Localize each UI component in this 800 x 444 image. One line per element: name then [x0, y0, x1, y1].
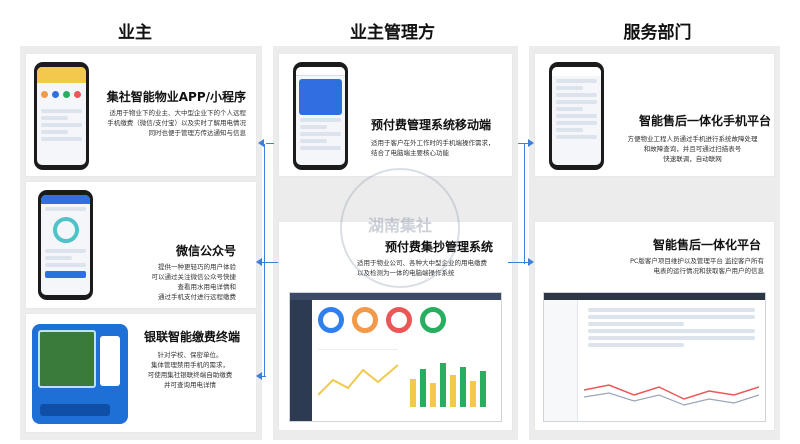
card-desc-owner-app: 适用于物业下的业主、大中型企业下的个人远程 手机缴费（微信/支付宝）以及实时了解…	[107, 109, 246, 137]
connector-vertical-left	[264, 144, 265, 376]
desktop-mockup-manager	[289, 292, 502, 422]
desktop-mockup-service	[543, 292, 766, 422]
phone-mockup-app	[34, 62, 89, 170]
connector-to-app	[266, 143, 274, 144]
card-desc-service-platform: PC版客户项目维护以及管理平台 监控客户所有 电表的运行情况和获取客户用户的信息	[629, 257, 764, 275]
bar-thumbnail-icon	[410, 363, 486, 407]
connector-vertical-right	[524, 144, 525, 264]
card-owner-app: 集社智能物业APP/小程序 适用于物业下的业主、大中型企业下的个人远程 手机缴费…	[26, 54, 256, 176]
card-desc-owner-terminal: 针对学校、保密单位。 集体管理禁用手机的需求， 可使用集社银联终端自助缴费 并可…	[147, 351, 233, 389]
card-owner-wechat: 微信公众号 提供一种更轻巧的用户体验 可以通过关注微信公众号快捷 查看用水用电详…	[26, 182, 256, 308]
card-service-platform: 智能售后一体化平台 PC版客户项目维护以及管理平台 监控客户所有 电表的运行情况…	[535, 222, 774, 430]
column-owner: 集社智能物业APP/小程序 适用于物业下的业主、大中型企业下的个人远程 手机缴费…	[20, 46, 262, 440]
column-service: 智能售后一体化手机平台 方便物业工程人员通过手机进行系统故障处理 和故障查询，并…	[529, 46, 780, 440]
connector-to-terminal	[262, 376, 266, 377]
column-title-manager: 业主管理方	[350, 23, 435, 43]
phone-mockup-service	[549, 62, 604, 170]
card-service-mobile: 智能售后一体化手机平台 方便物业工程人员通过手机进行系统故障处理 和故障查询，并…	[535, 54, 774, 176]
arrow-to-service-mobile-icon	[528, 139, 534, 147]
watermark-seal: 湖南集社	[340, 168, 460, 288]
card-title-owner-wechat: 微信公众号	[175, 244, 236, 258]
card-desc-service-mobile: 方便物业工程人员通过手机进行系统故障处理 和故障查询，并且可通过扫描表号 快速联…	[627, 135, 758, 163]
card-title-service-mobile: 智能售后一体化手机平台	[639, 114, 772, 128]
card-title-owner-terminal: 银联智能缴费终端	[144, 330, 241, 344]
card-title-manager-mobile: 预付费管理系统移动端	[371, 118, 492, 132]
area-thumbnail-icon	[317, 364, 399, 396]
terminal-mockup	[32, 324, 128, 424]
arrow-to-terminal-icon	[256, 372, 262, 380]
column-title-service: 服务部门	[623, 23, 692, 43]
connector-to-wechat	[262, 262, 278, 263]
card-owner-terminal: 银联智能缴费终端 针对学校、保密单位。 集体管理禁用手机的需求， 可使用集社银联…	[26, 314, 256, 432]
card-manager-mobile: 预付费管理系统移动端 适用于客户在外工作时的手机端操作需求， 结合了电脑端主要核…	[279, 54, 512, 176]
phone-mockup-manager	[293, 62, 348, 170]
phone-mockup-wechat	[38, 190, 93, 300]
card-desc-owner-wechat: 提供一种更轻巧的用户体验 可以通过关注微信公众号快捷 查看用水用电详情和 通过手…	[151, 263, 237, 301]
connector-to-service-mobile	[518, 143, 530, 144]
connector-to-service-platform	[508, 262, 530, 263]
line-thumbnail-icon	[583, 384, 760, 406]
arrow-to-service-platform-icon	[528, 258, 534, 266]
column-title-owner: 业主	[118, 23, 152, 43]
arrow-to-app-icon	[258, 139, 264, 147]
card-title-owner-app: 集社智能物业APP/小程序	[106, 90, 246, 104]
arrow-to-wechat-icon	[256, 258, 262, 266]
card-title-service-platform: 智能售后一体化平台	[653, 238, 762, 252]
card-desc-manager-mobile: 适用于客户在外工作时的手机端操作需求， 结合了电脑端主要核心功能	[371, 139, 495, 157]
